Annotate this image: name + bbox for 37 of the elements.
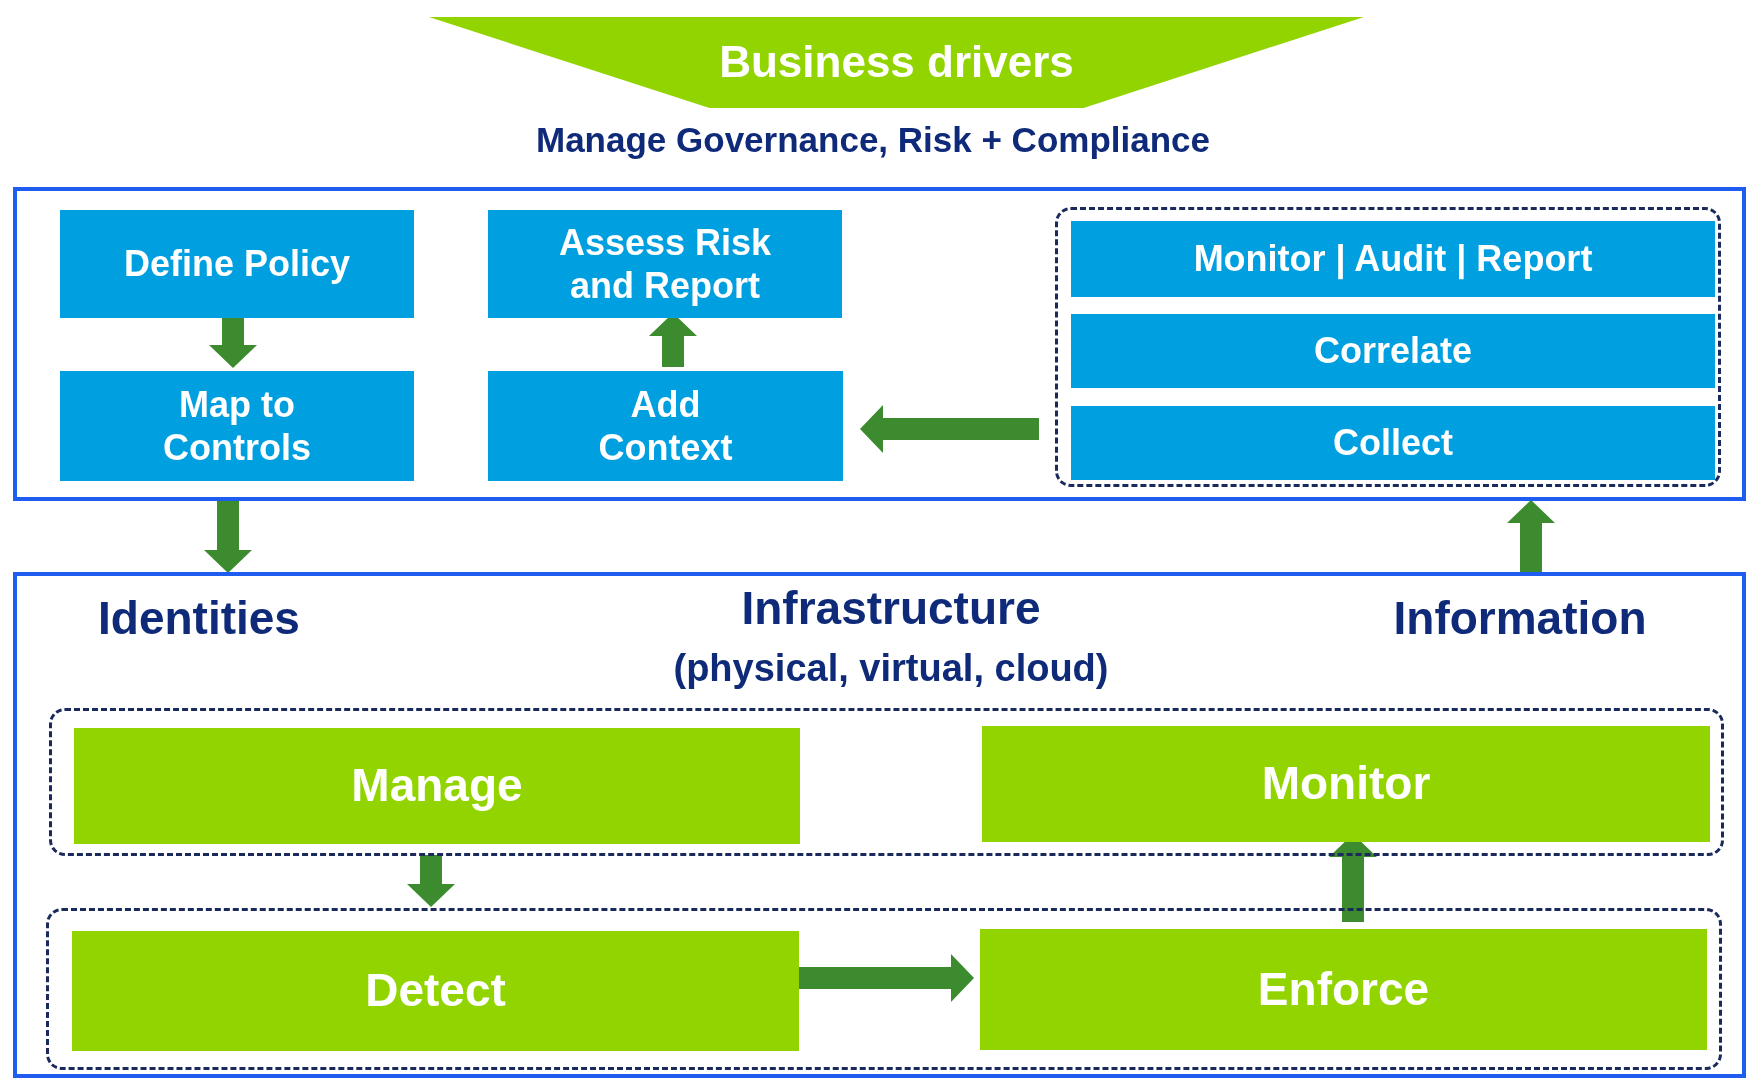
- box-label: Map to Controls: [162, 382, 312, 470]
- process-box: [1071, 314, 1715, 388]
- box-label: Collect: [1332, 421, 1454, 465]
- arrow: [204, 501, 252, 573]
- heading-text: Identities: [98, 592, 300, 644]
- panel-frame: [13, 187, 1746, 501]
- process-box: [1071, 406, 1715, 480]
- arrow: [407, 855, 455, 907]
- heading-text: (physical, virtual, cloud): [673, 647, 1109, 689]
- box-label: Add Context: [597, 382, 734, 470]
- box-label: Monitor | Audit | Report: [1192, 237, 1594, 281]
- box-label: Detect: [364, 963, 507, 1019]
- arrow: [860, 405, 1039, 453]
- heading-text: Information: [1393, 592, 1647, 644]
- process-box: [488, 371, 843, 481]
- process-box: [72, 931, 799, 1051]
- process-box: [980, 929, 1707, 1050]
- process-box: [60, 210, 414, 318]
- box-label: Manage: [350, 758, 524, 814]
- box-label: Enforce: [1256, 961, 1431, 1017]
- process-box: [74, 728, 800, 844]
- dashed-group: [46, 908, 1722, 1070]
- arrow: [1507, 500, 1555, 572]
- dashed-group: [49, 708, 1724, 856]
- box-label: Monitor: [1260, 756, 1432, 812]
- box-label: Assess Risk and Report: [557, 220, 773, 308]
- process-box: [60, 371, 414, 481]
- heading-text: Infrastructure: [741, 582, 1041, 634]
- heading-text: Manage Governance, Risk + Compliance: [536, 120, 1210, 159]
- process-box: [488, 210, 842, 318]
- box-label: Business drivers: [718, 36, 1075, 89]
- box-label: Define Policy: [122, 242, 352, 286]
- box-label: Correlate: [1312, 329, 1474, 373]
- process-box: [1071, 221, 1715, 297]
- panel-frame: [13, 572, 1746, 1078]
- process-box: [982, 726, 1710, 842]
- dashed-group: [1055, 207, 1721, 487]
